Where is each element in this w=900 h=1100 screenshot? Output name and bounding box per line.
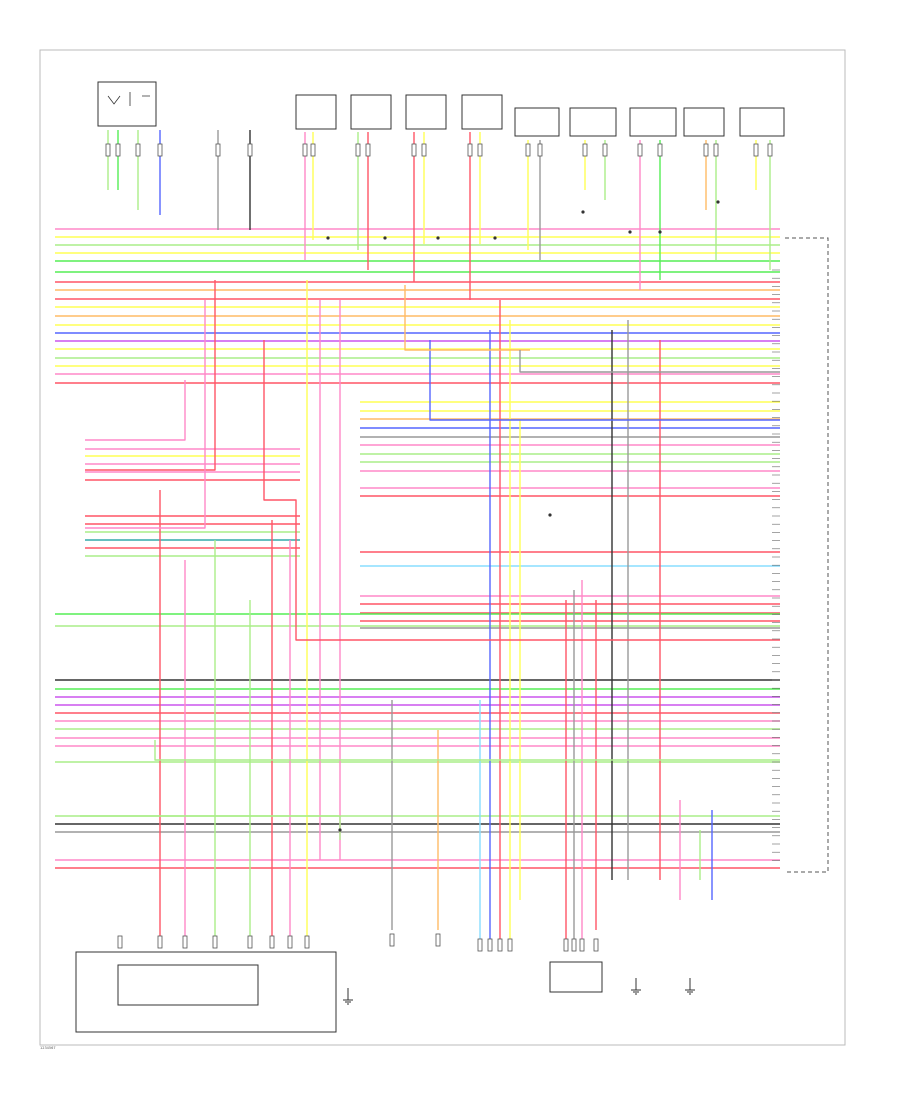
sensor-connector-bottom — [549, 961, 603, 993]
top-connector — [247, 143, 253, 157]
splice-point — [581, 210, 585, 214]
injector-1 — [295, 94, 337, 130]
bottom-connector — [212, 935, 218, 949]
component-group — [75, 81, 829, 1033]
top-connector — [767, 143, 773, 157]
splice-point — [493, 236, 497, 240]
splice-point — [548, 513, 552, 517]
top-connector — [135, 143, 141, 157]
injector-2 — [350, 94, 392, 130]
diagram-border — [39, 49, 846, 1046]
splice-point — [628, 230, 632, 234]
splice-point — [658, 230, 662, 234]
bottom-connector — [579, 938, 585, 952]
meter-inner-panel — [117, 964, 259, 1006]
sensor-box-5 — [739, 107, 785, 137]
top-connector — [365, 143, 371, 157]
splice-point — [338, 828, 342, 832]
top-connector — [753, 143, 759, 157]
top-connector — [105, 143, 111, 157]
bottom-connector — [497, 938, 503, 952]
ground-icon — [631, 978, 641, 995]
bottom-connector — [247, 935, 253, 949]
bottom-connector — [182, 935, 188, 949]
ground-icon — [685, 978, 695, 995]
bent-wire — [429, 340, 780, 421]
top-connector — [477, 143, 483, 157]
bottom-connector — [304, 935, 310, 949]
top-connector — [302, 143, 308, 157]
relay-component — [97, 81, 157, 127]
bottom-connector — [157, 935, 163, 949]
ecm-outline — [785, 237, 829, 873]
ground-icon — [343, 988, 353, 1005]
splice-point — [383, 236, 387, 240]
wire-group — [55, 130, 780, 950]
top-connector — [355, 143, 361, 157]
top-connector — [525, 143, 531, 157]
bottom-connector — [593, 938, 599, 952]
top-connector — [421, 143, 427, 157]
bottom-connector — [477, 938, 483, 952]
bent-wire — [85, 380, 186, 441]
top-connector — [115, 143, 121, 157]
top-connector — [310, 143, 316, 157]
bottom-connector — [487, 938, 493, 952]
bottom-connector — [571, 938, 577, 952]
injector-4 — [461, 94, 503, 130]
bent-wire — [154, 740, 780, 761]
bent-wire — [263, 340, 780, 641]
bent-wire — [519, 350, 780, 373]
bent-wire — [85, 300, 206, 529]
bottom-connector — [435, 933, 441, 947]
top-connector — [657, 143, 663, 157]
bottom-connector — [563, 938, 569, 952]
bent-wire — [80, 815, 341, 840]
bent-wire — [85, 280, 216, 471]
relay-symbol — [107, 92, 150, 106]
bottom-connector — [507, 938, 513, 952]
sensor-box-1 — [514, 107, 560, 137]
injector-3 — [405, 94, 447, 130]
top-connector — [215, 143, 221, 157]
splice-point — [716, 200, 720, 204]
top-connector — [637, 143, 643, 157]
top-connector — [602, 143, 608, 157]
top-connector — [157, 143, 163, 157]
bottom-connector — [287, 935, 293, 949]
splice-point — [326, 236, 330, 240]
bottom-connector — [389, 933, 395, 947]
top-connector — [467, 143, 473, 157]
diagram-code: 1234567 — [40, 1046, 56, 1050]
top-connector — [582, 143, 588, 157]
top-connector — [713, 143, 719, 157]
sensor-box-2 — [569, 107, 617, 137]
bottom-connector — [117, 935, 123, 949]
sensor-box-3 — [629, 107, 677, 137]
splice-point — [436, 236, 440, 240]
top-connector — [703, 143, 709, 157]
sensor-box-4 — [683, 107, 725, 137]
top-connector — [537, 143, 543, 157]
top-connector — [411, 143, 417, 157]
bent-wire — [404, 285, 530, 351]
bottom-connector — [269, 935, 275, 949]
